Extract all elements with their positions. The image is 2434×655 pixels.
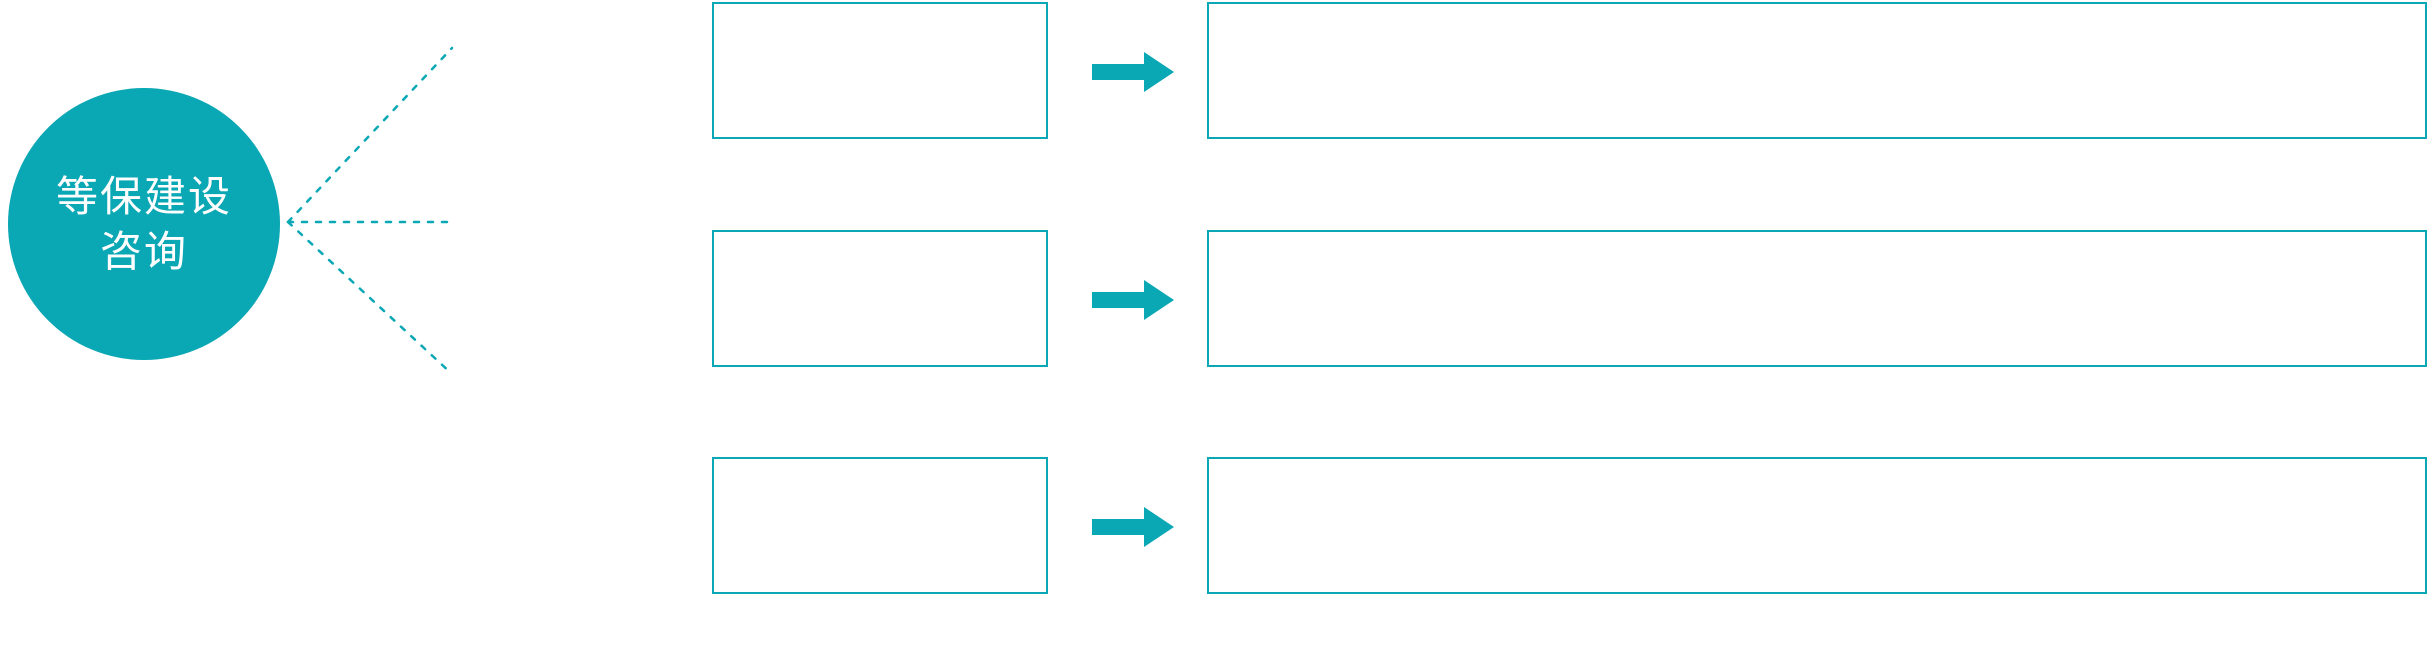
arrow-right-icon-3 bbox=[1092, 507, 1174, 547]
detail-box-2[interactable] bbox=[1207, 230, 2427, 367]
arrow-right-icon-2 bbox=[1092, 280, 1174, 320]
hub-circle[interactable]: 等保建设 咨询 bbox=[8, 88, 280, 360]
hub-label: 等保建设 咨询 bbox=[55, 172, 232, 275]
process-row-2 bbox=[0, 228, 2434, 372]
stage-box-2[interactable] bbox=[712, 230, 1048, 367]
detail-box-3[interactable] bbox=[1207, 457, 2427, 594]
process-row-3 bbox=[0, 455, 2434, 599]
detail-box-1[interactable] bbox=[1207, 2, 2427, 139]
stage-box-1[interactable] bbox=[712, 2, 1048, 139]
arrow-right-icon-1 bbox=[1092, 52, 1174, 92]
process-row-1 bbox=[0, 0, 2434, 144]
stage-box-3[interactable] bbox=[712, 457, 1048, 594]
